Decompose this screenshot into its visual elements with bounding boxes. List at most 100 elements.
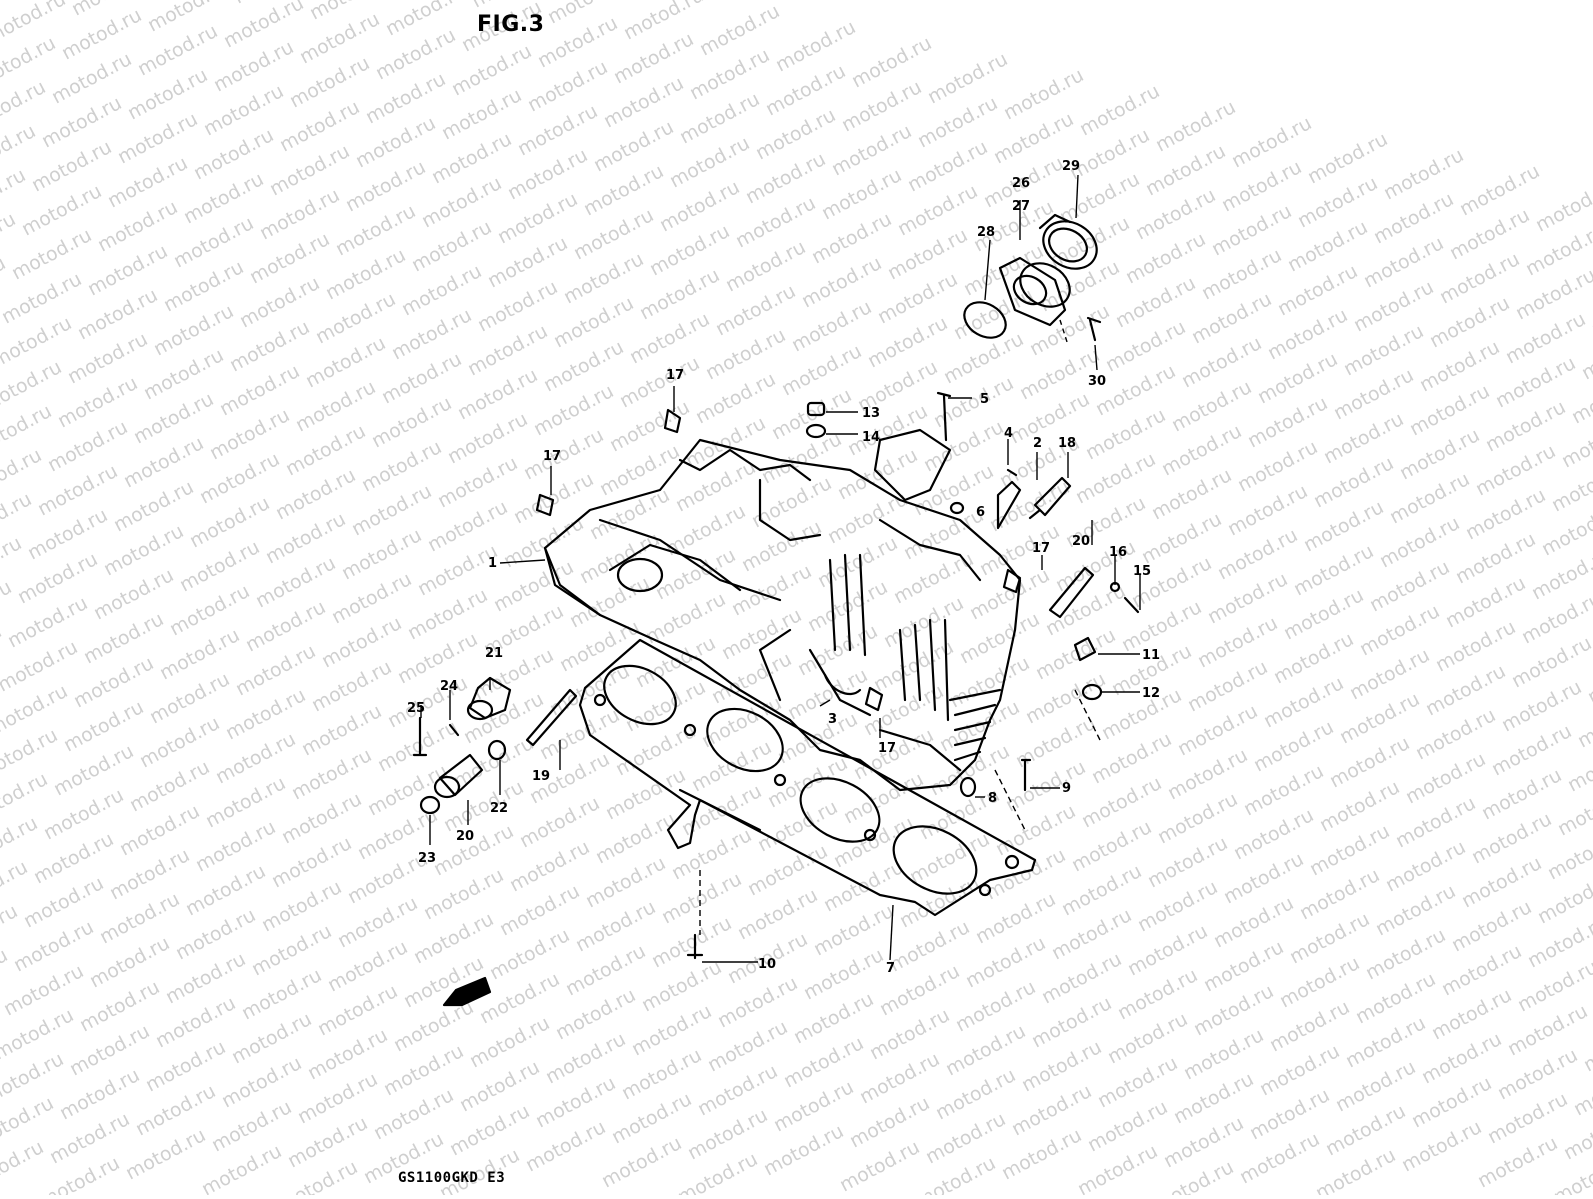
- watermark-text: motod.ru: [1142, 140, 1229, 200]
- watermark-text: motod.ru: [332, 200, 419, 260]
- watermark-text: motod.ru: [288, 744, 375, 804]
- watermark-text: motod.ru: [732, 192, 819, 252]
- watermark-text: motod.ru: [1260, 672, 1347, 732]
- watermark-text: motod.ru: [1504, 1000, 1591, 1060]
- watermark-text: motod.ru: [424, 496, 511, 556]
- watermark-text: motod.ru: [302, 332, 389, 392]
- watermark-text: motod.ru: [1218, 156, 1305, 216]
- callout-c5: 5: [980, 392, 989, 407]
- watermark-text: motod.ru: [702, 324, 789, 384]
- watermark-text: motod.ru: [998, 1124, 1085, 1184]
- watermark-text: motod.ru: [1094, 1052, 1181, 1112]
- watermark-text: motod.ru: [1154, 788, 1241, 848]
- watermark-text: motod.ru: [856, 1048, 943, 1108]
- watermark-text: motod.ru: [284, 1112, 371, 1172]
- watermark-text: motod.ru: [762, 60, 849, 120]
- watermark-text: motod.ru: [1164, 744, 1251, 804]
- watermark-text: motod.ru: [666, 132, 753, 192]
- watermark-text: motod.ru: [1184, 656, 1271, 716]
- watermark-text: motod.ru: [992, 800, 1079, 860]
- watermark-text: motod.ru: [120, 432, 207, 492]
- callout-c30: 30: [1088, 374, 1106, 389]
- watermark-text: motod.ru: [60, 696, 147, 756]
- watermark-text: motod.ru: [914, 92, 1001, 152]
- callout-c28: 28: [977, 225, 995, 240]
- watermark-text: motod.ru: [1200, 936, 1287, 996]
- watermark-text: motod.ru: [90, 564, 177, 624]
- watermark-text: motod.ru: [1134, 876, 1221, 936]
- watermark-text: motod.ru: [1442, 572, 1529, 632]
- watermark-text: motod.ru: [896, 872, 983, 932]
- watermark-text: motod.ru: [1256, 1040, 1343, 1100]
- watermark-text: motod.ru: [1488, 720, 1575, 780]
- watermark-text: motod.ru: [348, 480, 435, 540]
- watermark-text: motod.ru: [440, 776, 527, 836]
- watermark-text: motod.ru: [1418, 1028, 1505, 1088]
- watermark-text: motod.ru: [610, 28, 697, 88]
- watermark-text: motod.ru: [682, 412, 769, 472]
- watermark-text: motod.ru: [1426, 292, 1513, 352]
- watermark-text: motod.ru: [110, 476, 197, 536]
- watermark-text: motod.ru: [798, 252, 885, 312]
- watermark-text: motod.ru: [960, 240, 1047, 300]
- watermark-text: motod.ru: [362, 68, 449, 128]
- callout-c20a: 20: [1072, 534, 1090, 549]
- watermark-text: motod.ru: [1346, 644, 1433, 704]
- watermark-text: motod.ru: [1322, 1100, 1409, 1160]
- watermark-text: motod.ru: [140, 344, 227, 404]
- watermark-text: motod.ru: [616, 352, 703, 412]
- watermark-text: motod.ru: [24, 504, 111, 564]
- watermark-text: motod.ru: [1128, 552, 1215, 612]
- watermark-text: motod.ru: [714, 972, 801, 1032]
- watermark-text: motod.ru: [686, 44, 773, 104]
- watermark-text: motod.ru: [1280, 584, 1367, 644]
- watermark-text: motod.ru: [926, 740, 1013, 800]
- watermark-text: motod.ru: [474, 276, 561, 336]
- watermark-text: motod.ru: [132, 1080, 219, 1140]
- watermark-text: motod.ru: [1376, 512, 1463, 572]
- watermark-text: motod.ru: [1068, 816, 1155, 876]
- watermark-text: motod.ru: [180, 168, 267, 228]
- watermark-text: motod.ru: [692, 368, 779, 428]
- watermark-text: motod.ru: [70, 652, 157, 712]
- watermark-text: motod.ru: [196, 448, 283, 508]
- watermark-text: motod.ru: [322, 244, 409, 304]
- figure-title: FIG.3: [477, 12, 545, 37]
- watermark-text: motod.ru: [1380, 144, 1467, 204]
- model-code: GS1100GKD E3: [398, 1170, 506, 1186]
- watermark-text: motod.ru: [142, 1036, 229, 1096]
- watermark-text: motod.ru: [496, 880, 583, 940]
- watermark-text: motod.ru: [1350, 276, 1437, 336]
- watermark-text: motod.ru: [152, 992, 239, 1052]
- watermark-text: motod.ru: [190, 124, 277, 184]
- watermark-text: motod.ru: [514, 100, 601, 160]
- watermark-text: motod.ru: [1104, 1008, 1191, 1068]
- watermark-text: motod.ru: [30, 828, 117, 888]
- watermark-text: motod.ru: [976, 520, 1063, 580]
- watermark-text: motod.ru: [256, 184, 343, 244]
- watermark-text: motod.ru: [238, 964, 325, 1024]
- watermark-text: motod.ru: [1452, 528, 1539, 588]
- watermark-text: motod.ru: [1174, 700, 1261, 760]
- watermark-text: motod.ru: [1006, 388, 1093, 448]
- watermark-text: motod.ru: [596, 440, 683, 500]
- callout-c17c: 17: [1032, 541, 1050, 556]
- watermark-text: motod.ru: [1332, 1056, 1419, 1116]
- watermark-text: motod.ru: [276, 96, 363, 156]
- watermark-text: motod.ru: [1406, 380, 1493, 440]
- callout-c13: 13: [862, 406, 880, 421]
- watermark-text: motod.ru: [38, 92, 125, 152]
- watermark-text: motod.ru: [1188, 288, 1275, 348]
- watermark-text: motod.ru: [94, 196, 181, 256]
- watermark-text: motod.ru: [10, 916, 97, 976]
- watermark-text: motod.ru: [338, 524, 425, 584]
- watermark-text: motod.ru: [484, 232, 571, 292]
- watermark-text: motod.ru: [404, 584, 491, 644]
- watermark-text: motod.ru: [282, 420, 369, 480]
- watermark-text: motod.ru: [622, 676, 709, 736]
- watermark-text: motod.ru: [1228, 112, 1315, 172]
- watermark-text: motod.ru: [1436, 248, 1523, 308]
- watermark-text: motod.ru: [114, 108, 201, 168]
